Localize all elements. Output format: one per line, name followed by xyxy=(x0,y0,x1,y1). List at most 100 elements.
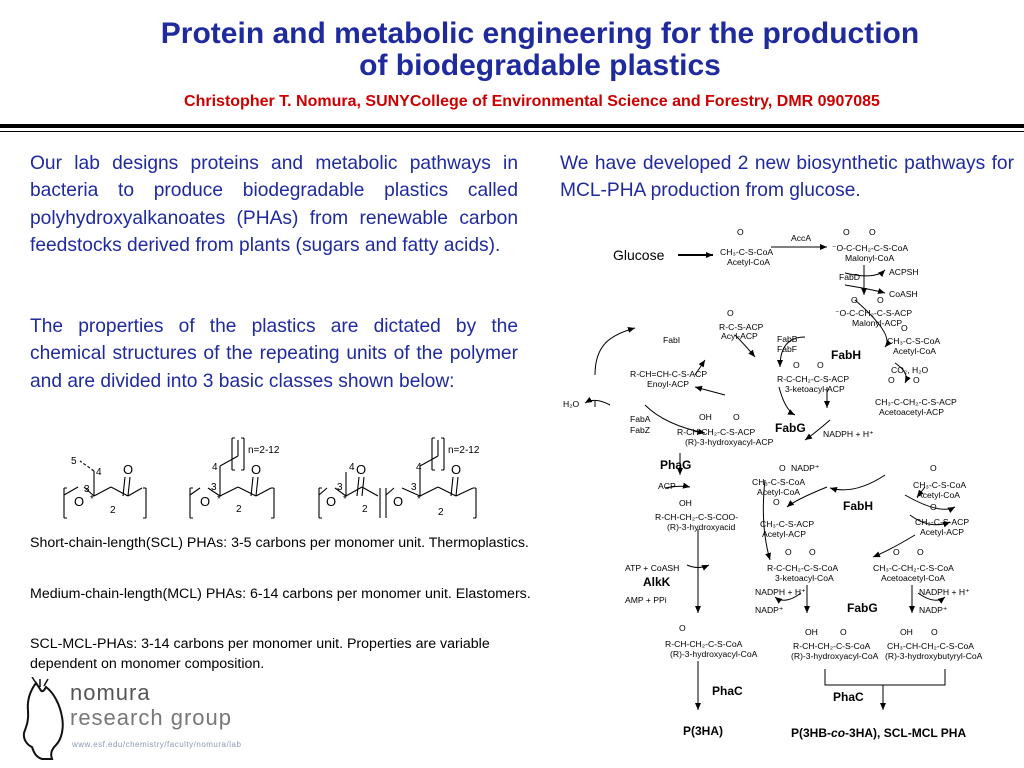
mcl-n-label: n=2-12 xyxy=(248,445,280,456)
acylacp-o: O xyxy=(727,308,734,318)
scl-num-4: 4 xyxy=(96,467,102,478)
class-scl-mcl: SCL-MCL-PHAs: 3-14 carbons per monomer u… xyxy=(30,636,490,672)
label-amp: AMP + PPi xyxy=(625,595,667,605)
acetylacp-name: Acetyl-ACP xyxy=(762,529,806,539)
monomer-structures: O O O O O O O O 5 4 3 * 2 4 3 * 2 n=2-12… xyxy=(63,437,480,519)
label-acpsh: ACPSH xyxy=(889,267,919,277)
enzyme-fabz: FabZ xyxy=(630,425,650,435)
enzyme-fabg-1: FabG xyxy=(775,421,806,435)
acetylcoa4-formula: CH₃-C-S-CoA xyxy=(913,480,966,490)
sclmcl-O-ester-2: O xyxy=(393,494,403,509)
mcl-star: * xyxy=(217,494,221,505)
sclmcl-num-2a: 2 xyxy=(362,504,368,515)
hydroxyacid-oh: OH xyxy=(679,498,692,508)
enzyme-fabi: FabI xyxy=(663,335,680,345)
mcl-num-2: 2 xyxy=(236,504,242,515)
intro-paragraph: Our lab designs proteins and metabolic p… xyxy=(30,153,518,257)
hydroxyacylacp-o: O xyxy=(733,412,740,422)
head-silhouette-icon xyxy=(22,677,64,760)
acetylcoa-name: Acetyl-CoA xyxy=(727,257,770,267)
acylacp-name: Acyl-ACP xyxy=(721,331,758,341)
acetylcoa3-o: O xyxy=(779,463,786,473)
enzyme-acca: AccA xyxy=(791,233,811,243)
malonylcoa-name: Malonyl-CoA xyxy=(845,253,894,263)
enzyme-fabd: FabD xyxy=(839,272,860,282)
malonylacp-formula: ⁻O-C-CH₂-C-S-ACP xyxy=(835,308,912,318)
enzyme-phac-1: PhaC xyxy=(712,684,743,698)
ketoacp-formula: R-C-CH₂-C-S-ACP xyxy=(777,374,849,384)
malonylacp-o1: O xyxy=(851,295,858,305)
label-nadp-3: NADP⁺ xyxy=(919,605,947,615)
hydroxyacylcoa2-oh: OH xyxy=(805,627,818,637)
ketoacylcoa-name: 3-ketoacyl-CoA xyxy=(775,573,834,583)
label-atp: ATP + CoASH xyxy=(625,563,679,573)
hydroxyacylcoa-o: O xyxy=(679,623,686,633)
ketoacp-o1: O xyxy=(793,360,800,370)
mcl-num-3: 3 xyxy=(211,482,217,493)
hydroxyacylcoa-formula: R-CH-CH₂-C-S-CoA xyxy=(665,639,743,649)
acetylcoa3-name: Acetyl-CoA xyxy=(757,487,800,497)
sclmcl-star-b: * xyxy=(417,494,421,505)
acetoacetylacp-name: Acetoacetyl-ACP xyxy=(879,407,944,417)
acetylcoa-formula: CH₃-C-S-CoA xyxy=(720,247,773,257)
acetoacetylcoa-o1: O xyxy=(893,547,900,557)
label-nadp-2: NADP⁺ xyxy=(755,605,783,615)
sclmcl-n-label: n=2-12 xyxy=(448,445,480,456)
hydroxybutyrylcoa-formula: CH₃-CH-CH₂-C-S-CoA xyxy=(887,641,974,651)
hydroxyacylcoa2-formula: R-CH-CH₂-C-S-CoA xyxy=(793,641,871,651)
enzyme-phag: PhaG xyxy=(660,458,691,472)
acetylacp2-name: Acetyl-ACP xyxy=(920,527,964,537)
acetylcoa4-name: Acetyl-CoA xyxy=(917,490,960,500)
label-nadp-1: NADP⁺ xyxy=(791,463,819,473)
sclmcl-star-a: * xyxy=(343,494,347,505)
ketoacp-name: 3-ketoacyl-ACP xyxy=(785,384,845,394)
mcl-num-4: 4 xyxy=(212,462,218,473)
hydroxyacid-formula: R-CH-CH₂-C-S-COO- xyxy=(655,512,738,522)
ketoacylcoa-formula: R-C-CH₂-C-S-CoA xyxy=(767,563,838,573)
scl-num-5: 5 xyxy=(71,456,77,467)
title-line-2: of biodegradable plastics xyxy=(359,49,721,82)
page-title: Protein and metabolic engineering for th… xyxy=(40,18,1024,82)
acetoacetylacp-formula: CH₃-C-CH₂-C-S-ACP xyxy=(875,397,957,407)
scl-O-carbonyl: O xyxy=(123,462,133,477)
malonylacp-o2: O xyxy=(877,295,884,305)
scl-star: * xyxy=(90,494,94,505)
hydroxyacylcoa-name: (R)-3-hydroxyacyl-CoA xyxy=(670,649,758,659)
enzyme-fabh-1: FabH xyxy=(831,348,861,362)
enzyme-fabh-2: FabH xyxy=(843,499,873,513)
hydroxybutyrylcoa-o: O xyxy=(931,627,938,637)
enzyme-fabg-2: FabG xyxy=(847,601,878,615)
acetylcoa2-name: Acetyl-CoA xyxy=(893,346,936,356)
label-coash: CoASH xyxy=(889,289,918,299)
sclmcl-num-4b: 4 xyxy=(416,462,422,473)
acetoacetylcoa-name: Acetoacetyl-CoA xyxy=(881,573,945,583)
enzyme-fabf: FabF xyxy=(777,344,797,354)
hydroxyacylcoa2-name: (R)-3-hydroxyacyl-CoA xyxy=(791,651,879,661)
product-p3ha: P(3HA) xyxy=(683,724,723,738)
sclmcl-O-ester-1: O xyxy=(326,494,336,509)
acetylacp2-o: O xyxy=(930,502,937,512)
page-subtitle: Christopher T. Nomura, SUNYCollege of En… xyxy=(184,93,880,110)
hydroxyacylcoa2-o: O xyxy=(840,627,847,637)
acetylcoa2-formula: CH₃-C-S-CoA xyxy=(887,336,940,346)
enzyme-faba: FabA xyxy=(630,414,651,424)
sclmcl-num-2b: 2 xyxy=(438,507,444,518)
enzyme-phac-2: PhaC xyxy=(833,690,864,704)
ketoacylcoa-o2: O xyxy=(809,547,816,557)
mcl-O-carbonyl: O xyxy=(251,462,261,477)
acetoacetylacp-o2: O xyxy=(913,375,920,385)
hydroxybutyrylcoa-oh: OH xyxy=(900,627,913,637)
scl-num-2: 2 xyxy=(110,505,116,516)
properties-paragraph: The properties of the plastics are dicta… xyxy=(30,316,518,392)
logo-text-research-group: research group xyxy=(70,705,232,730)
nomura-research-group-logo: nomura research group www.esf.edu/chemis… xyxy=(18,675,278,765)
title-line-1: Protein and metabolic engineering for th… xyxy=(160,17,920,50)
hydroxyacylacp-formula: R-CH-CH₂-C-S-ACP xyxy=(677,427,756,437)
class-scl: Short-chain-length(SCL) PHAs: 3-5 carbon… xyxy=(30,535,529,551)
acetylacp-o: O xyxy=(773,497,780,507)
enoylacp-name: Enoyl-ACP xyxy=(647,379,689,389)
label-nadph-3: NADPH + H⁺ xyxy=(919,587,970,597)
logo-url: www.esf.edu/chemistry/faculty/nomura/lab xyxy=(72,740,242,749)
enzyme-alkk: AlkK xyxy=(643,575,671,589)
hydroxyacylacp-name: (R)-3-hydroxyacyl-ACP xyxy=(685,437,774,447)
